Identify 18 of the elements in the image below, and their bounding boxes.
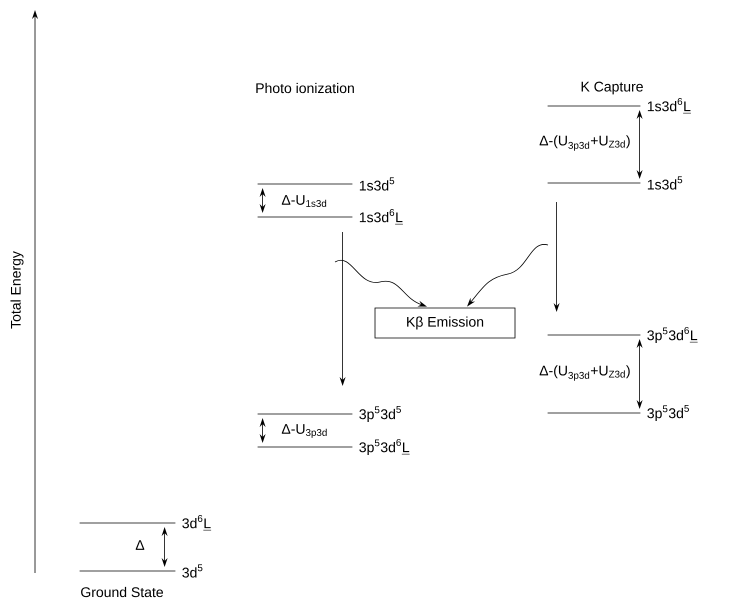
edge-label: $\text{Δ-U}_{\text{1s3d}}$ [280, 194, 328, 208]
edge-label: $\text{Δ}$ [134, 539, 146, 551]
energy-level: $\text{3p}^{\text{5}}\text{3d}^{\text{6}}\underline{\text{L}}$ [257, 439, 410, 456]
edge-label: $\text{Δ-(U}_{\text{3p3d}}\text{+U}_{\text{Z3d}}\text{)}$ [538, 134, 632, 152]
energy-level: $\text{3d}^{\text{5}}$ [79, 564, 202, 578]
energy-level: $\text{1s3d}^{\text{5}}$ [547, 176, 682, 190]
process-box: Kβ Emission [374, 308, 516, 338]
energy-level: $\text{1s3d}^{\text{6}}\underline{\text{L}}$ [257, 209, 403, 224]
energy-level: $\text{3d}^{\text{6}}\underline{\text{L}}$ [79, 515, 212, 530]
column-title: Photo ionization [256, 82, 354, 94]
energy-level: $\text{3p}^{\text{5}}\text{3d}^{\text{5}}$ [257, 406, 401, 422]
energy-level: $\text{3p}^{\text{5}}\text{3d}^{\text{5}}$ [547, 405, 689, 421]
energy-level: $\text{3p}^{\text{5}}\text{3d}^{\text{6}}\underline{\text{L}}$ [547, 327, 698, 344]
edge-label: $\text{Δ-U}_{\text{3p3d}}$ [280, 423, 329, 439]
energy-level: $\text{1s3d}^{\text{5}}$ [257, 177, 394, 191]
energy-level: $\text{1s3d}^{\text{6}}\underline{\text{L}}$ [547, 98, 691, 114]
edge-label: $\text{Δ-(U}_{\text{3p3d}}\text{+U}_{\text{Z3d}}\text{)}$ [538, 364, 632, 382]
axis-label: Total Energy [10, 251, 24, 329]
